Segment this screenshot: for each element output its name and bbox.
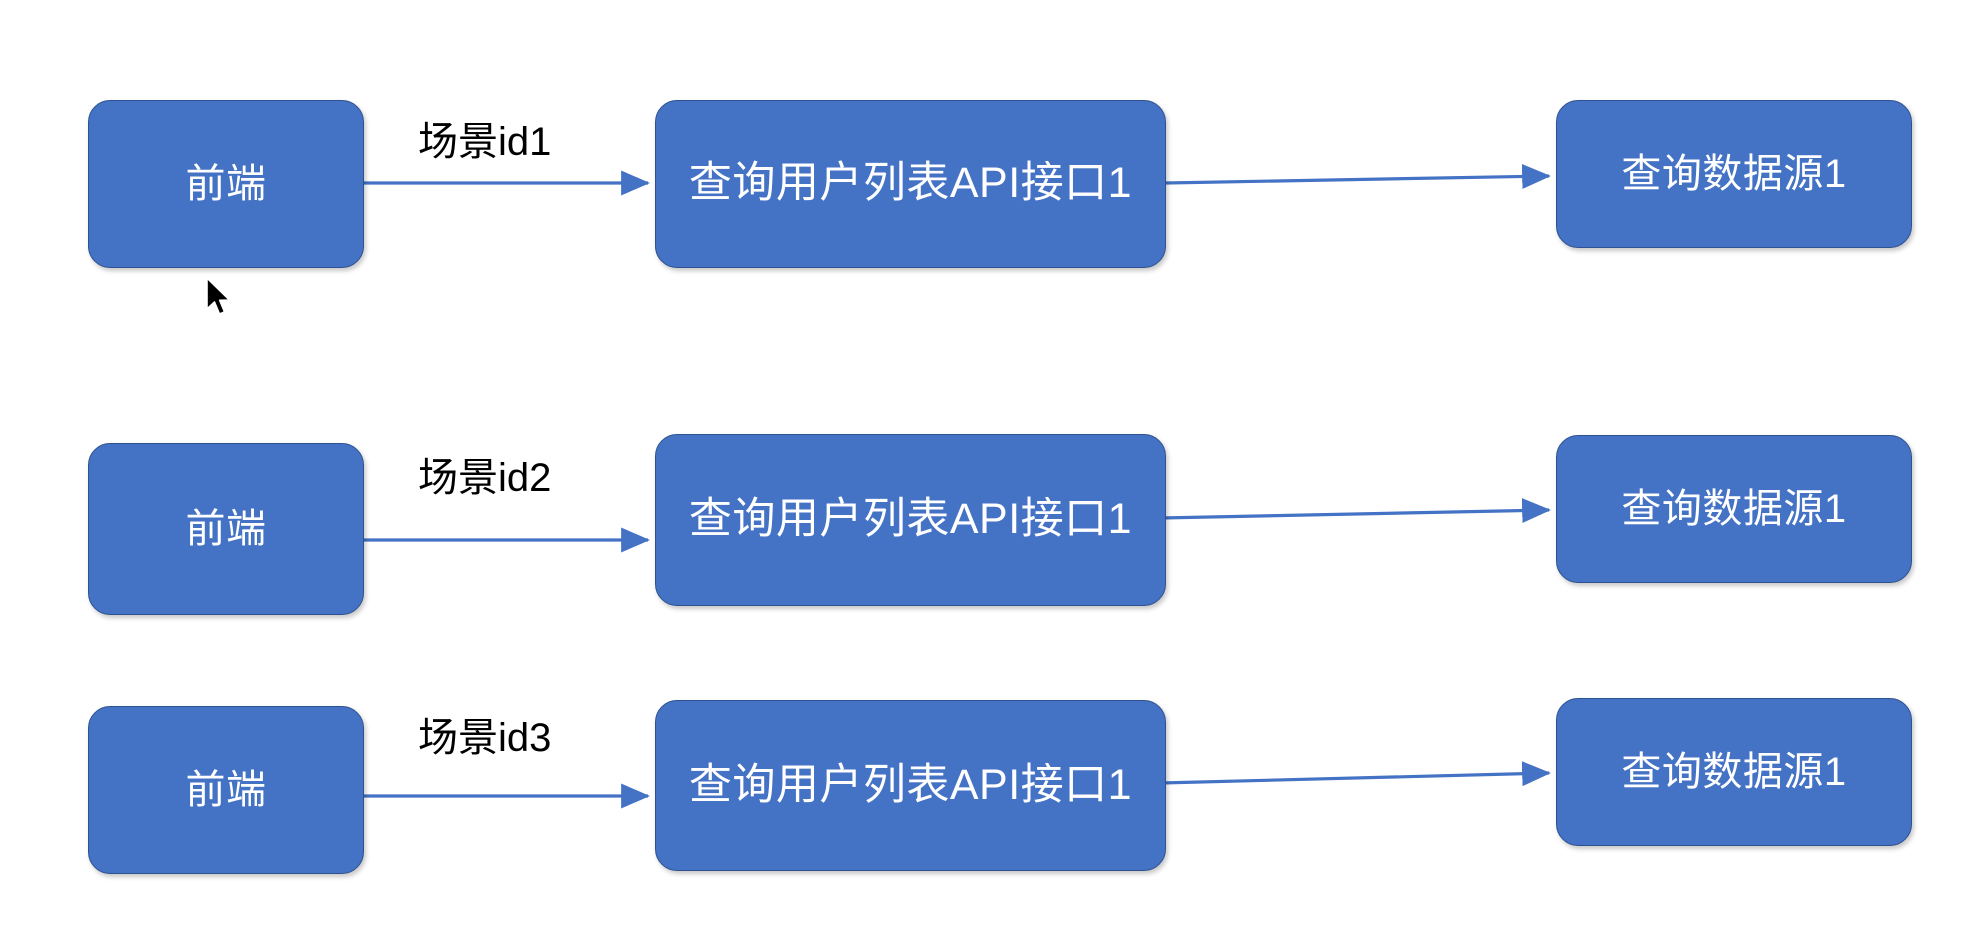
node-label: 查询用户列表API接口1 [688, 495, 1133, 544]
node-label: 查询用户列表API接口1 [688, 159, 1133, 208]
node-frontend-row-2[interactable]: 前端 [88, 443, 364, 615]
node-datasource-row-1[interactable]: 查询数据源1 [1556, 100, 1912, 248]
node-label: 查询用户列表API接口1 [688, 760, 1133, 809]
node-api-row-1[interactable]: 查询用户列表API接口1 [655, 100, 1166, 268]
arrow-pointer-cursor [206, 277, 231, 315]
node-label: 前端 [185, 507, 267, 551]
node-label: 查询数据源1 [1621, 750, 1847, 794]
edge-label-scenario-1: 场景id1 [418, 120, 552, 164]
edge-label-scenario-2: 场景id2 [418, 456, 552, 500]
node-datasource-row-2[interactable]: 查询数据源1 [1556, 435, 1912, 583]
edge-api-to-datasource-2 [1160, 498, 1551, 524]
node-frontend-row-3[interactable]: 前端 [88, 706, 364, 874]
edge-api-to-datasource-1 [1165, 164, 1551, 189]
node-api-row-2[interactable]: 查询用户列表API接口1 [655, 434, 1166, 606]
edge-api-to-datasource-3 [1160, 761, 1551, 787]
node-frontend-row-1[interactable]: 前端 [88, 100, 364, 268]
node-datasource-row-3[interactable]: 查询数据源1 [1556, 698, 1912, 846]
node-label: 前端 [185, 768, 267, 812]
node-label: 查询数据源1 [1621, 152, 1847, 196]
node-label: 前端 [185, 162, 267, 206]
node-label: 查询数据源1 [1621, 487, 1847, 531]
edge-label-scenario-3: 场景id3 [418, 716, 552, 760]
node-api-row-3[interactable]: 查询用户列表API接口1 [655, 700, 1166, 871]
